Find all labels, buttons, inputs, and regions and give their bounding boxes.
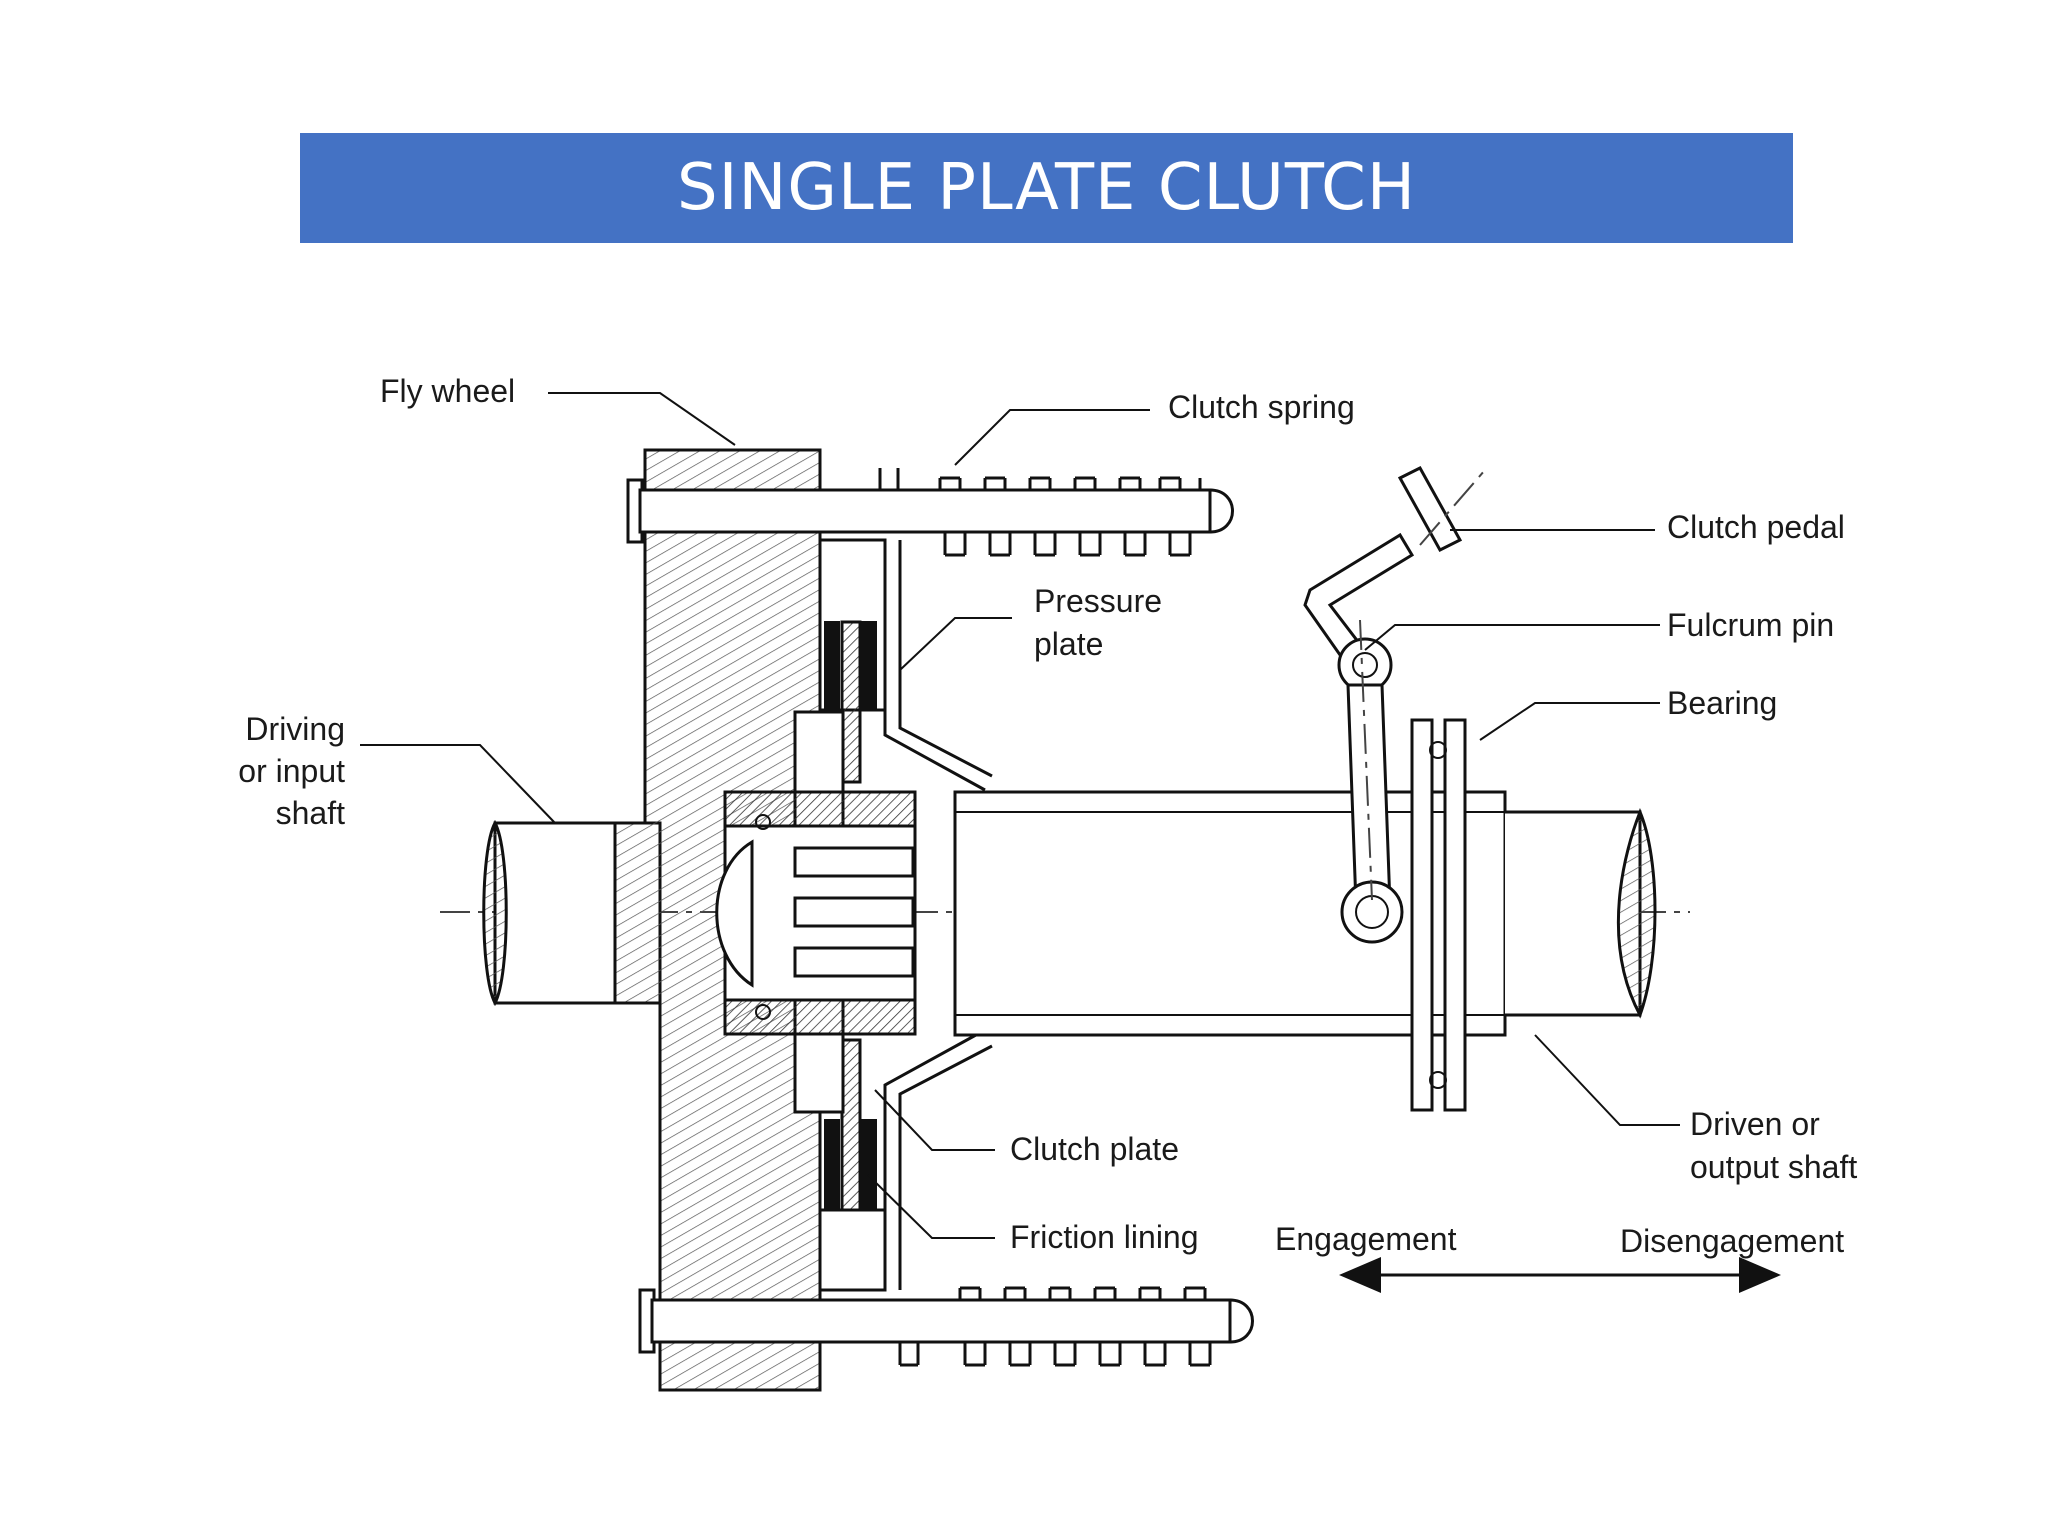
label-clutch-spring: Clutch spring xyxy=(1168,389,1355,425)
clutch-pedal-lever xyxy=(1303,466,1486,944)
label-pressure-plate-line1: Pressure xyxy=(1034,583,1162,619)
lower-bolt-spring xyxy=(638,1286,1254,1367)
pressure-plate xyxy=(883,540,993,1290)
label-clutch-pedal: Clutch pedal xyxy=(1667,509,1845,545)
label-driven-shaft-line1: Driven or xyxy=(1690,1106,1820,1142)
label-driven-shaft-line2: output shaft xyxy=(1690,1149,1857,1185)
label-clutch-plate: Clutch plate xyxy=(1010,1131,1179,1167)
label-friction-lining: Friction lining xyxy=(1010,1219,1199,1255)
label-fly-wheel: Fly wheel xyxy=(380,373,515,409)
label-driving-shaft-line3: shaft xyxy=(276,795,345,831)
label-pressure-plate-line2: plate xyxy=(1034,626,1103,662)
clutch-hub xyxy=(715,790,917,1036)
label-disengagement: Disengagement xyxy=(1620,1223,1844,1259)
leader-lines xyxy=(360,392,1680,1239)
bearing xyxy=(1410,718,1467,1112)
label-engagement: Engagement xyxy=(1275,1221,1457,1257)
label-fulcrum-pin: Fulcrum pin xyxy=(1667,607,1834,643)
housing-lower xyxy=(818,1208,887,1292)
output-shaft xyxy=(953,790,1657,1037)
friction-lining xyxy=(824,621,877,1209)
label-bearing: Bearing xyxy=(1667,685,1777,721)
label-driving-shaft-line2: or input xyxy=(238,753,345,789)
title-bar: SINGLE PLATE CLUTCH xyxy=(300,133,1793,243)
label-driving-shaft-line1: Driving xyxy=(245,711,345,747)
page-title: SINGLE PLATE CLUTCH xyxy=(677,151,1416,225)
upper-bolt-spring xyxy=(626,468,1234,557)
